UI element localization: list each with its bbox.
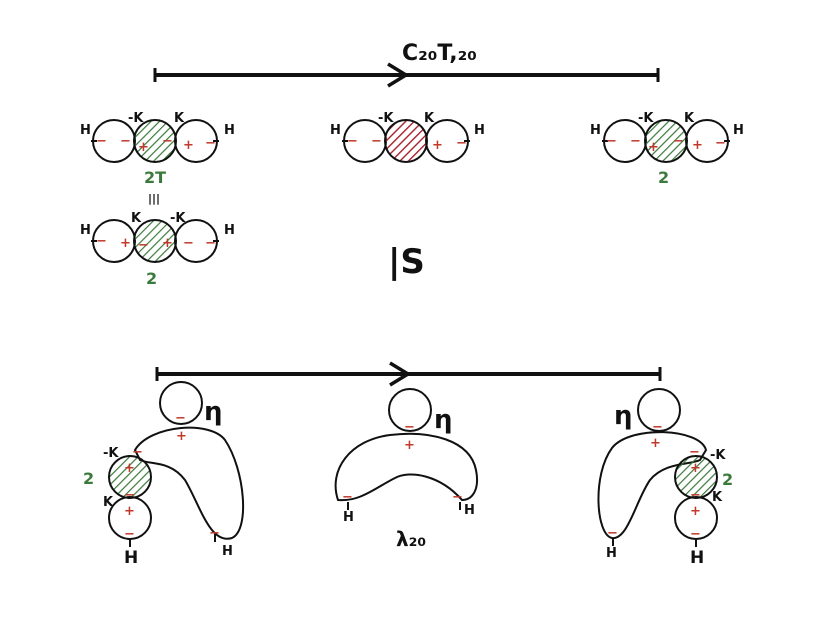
charge-plus: + <box>183 138 194 153</box>
label-negK: -K <box>103 446 119 461</box>
label-H: H <box>224 223 235 238</box>
charge-minus: − <box>456 136 467 151</box>
chain-top-middle: H H -K K − − + − <box>330 111 485 163</box>
lambda-label: λ₂₀ <box>396 527 426 551</box>
charge-minus: − <box>205 236 216 251</box>
approx-sign: |S <box>388 242 425 282</box>
label-H: H <box>124 548 138 568</box>
label-K: K <box>684 111 695 126</box>
charge-minus: − <box>132 445 143 460</box>
charge-minus: − <box>404 420 415 435</box>
label-H: H <box>343 510 354 525</box>
label-K: K <box>131 211 142 226</box>
chain-top-left: H H -K K − − + − + − 2T ||| <box>80 111 235 205</box>
charge-minus: − <box>347 134 358 149</box>
charge-minus: − <box>209 526 220 541</box>
charge-minus: − <box>124 488 135 503</box>
structure-bottom-middle: η − + − − H H λ₂₀ <box>334 388 478 551</box>
label-H: H <box>690 548 704 568</box>
charge-minus: − <box>652 420 663 435</box>
green-label-2: 2 <box>658 168 669 187</box>
charge-minus: − <box>452 490 463 505</box>
charge-minus: − <box>715 136 726 151</box>
label-negK: -K <box>170 211 186 226</box>
label-H: H <box>606 546 617 561</box>
green-label-2: 2 <box>83 469 94 488</box>
charge-minus: − <box>606 134 617 149</box>
label-H: H <box>224 123 235 138</box>
label-K: K <box>174 111 185 126</box>
charge-minus: − <box>124 527 135 542</box>
green-label-2T: 2T <box>144 168 166 187</box>
charge-plus: + <box>404 438 415 453</box>
charge-minus: − <box>175 411 186 426</box>
label-negK: -K <box>710 448 726 463</box>
label-K: K <box>103 495 114 510</box>
charge-minus: − <box>96 134 107 149</box>
label-H: H <box>330 123 341 138</box>
top-arrow-label: C₂₀T,₂₀ <box>402 41 477 66</box>
charge-minus: − <box>162 134 173 149</box>
charge-plus: + <box>432 138 443 153</box>
charge-plus: + <box>176 429 187 444</box>
label-negK: -K <box>378 111 394 126</box>
label-H: H <box>733 123 744 138</box>
eta-symbol: η <box>434 405 453 435</box>
charge-minus: − <box>96 234 107 249</box>
structure-bottom-right: η − + − -K + 2 − K + − − H H <box>597 388 733 568</box>
charge-minus: − <box>607 526 618 541</box>
label-H: H <box>80 123 91 138</box>
label-H: H <box>222 544 233 559</box>
label-K: K <box>424 111 435 126</box>
charge-plus: + <box>650 436 661 451</box>
charge-minus: − <box>183 236 194 251</box>
eta-symbol: η <box>614 401 633 431</box>
label-H: H <box>464 503 475 518</box>
charge-minus: − <box>342 490 353 505</box>
charge-minus: − <box>673 134 684 149</box>
charge-plus: + <box>124 504 135 519</box>
charge-plus: + <box>138 140 149 155</box>
bottom-arrow <box>155 361 662 387</box>
top-arrow: C₂₀T,₂₀ <box>153 41 660 88</box>
charge-minus: − <box>371 134 382 149</box>
green-label-2: 2 <box>722 470 733 489</box>
charge-minus: − <box>630 134 641 149</box>
charge-minus: − <box>205 136 216 151</box>
charge-minus: − <box>689 445 700 460</box>
label-H: H <box>80 223 91 238</box>
charge-plus: + <box>162 236 173 251</box>
green-label-2: 2 <box>146 269 157 288</box>
charge-minus: − <box>690 527 701 542</box>
charge-plus: + <box>648 140 659 155</box>
charge-plus: + <box>120 236 131 251</box>
label-negK: -K <box>638 111 654 126</box>
label-H: H <box>474 123 485 138</box>
charge-plus: + <box>690 504 701 519</box>
equiv-sign: ||| <box>148 192 160 205</box>
charge-minus: − <box>138 238 149 253</box>
eta-symbol: η <box>204 397 223 427</box>
chain-top-right: H H -K K − − + − + − 2 <box>590 111 744 187</box>
charge-plus: + <box>690 461 701 476</box>
chain-second-left: H H K -K − + − + − − 2 <box>80 211 235 288</box>
charge-minus: − <box>120 134 131 149</box>
charge-plus: + <box>692 138 703 153</box>
label-negK: -K <box>128 111 144 126</box>
charge-minus: − <box>690 488 701 503</box>
label-K: K <box>712 490 723 505</box>
label-H: H <box>590 123 601 138</box>
charge-plus: + <box>124 461 135 476</box>
structure-bottom-left: η − + -K − + 2 K − + − − H H <box>83 381 245 568</box>
